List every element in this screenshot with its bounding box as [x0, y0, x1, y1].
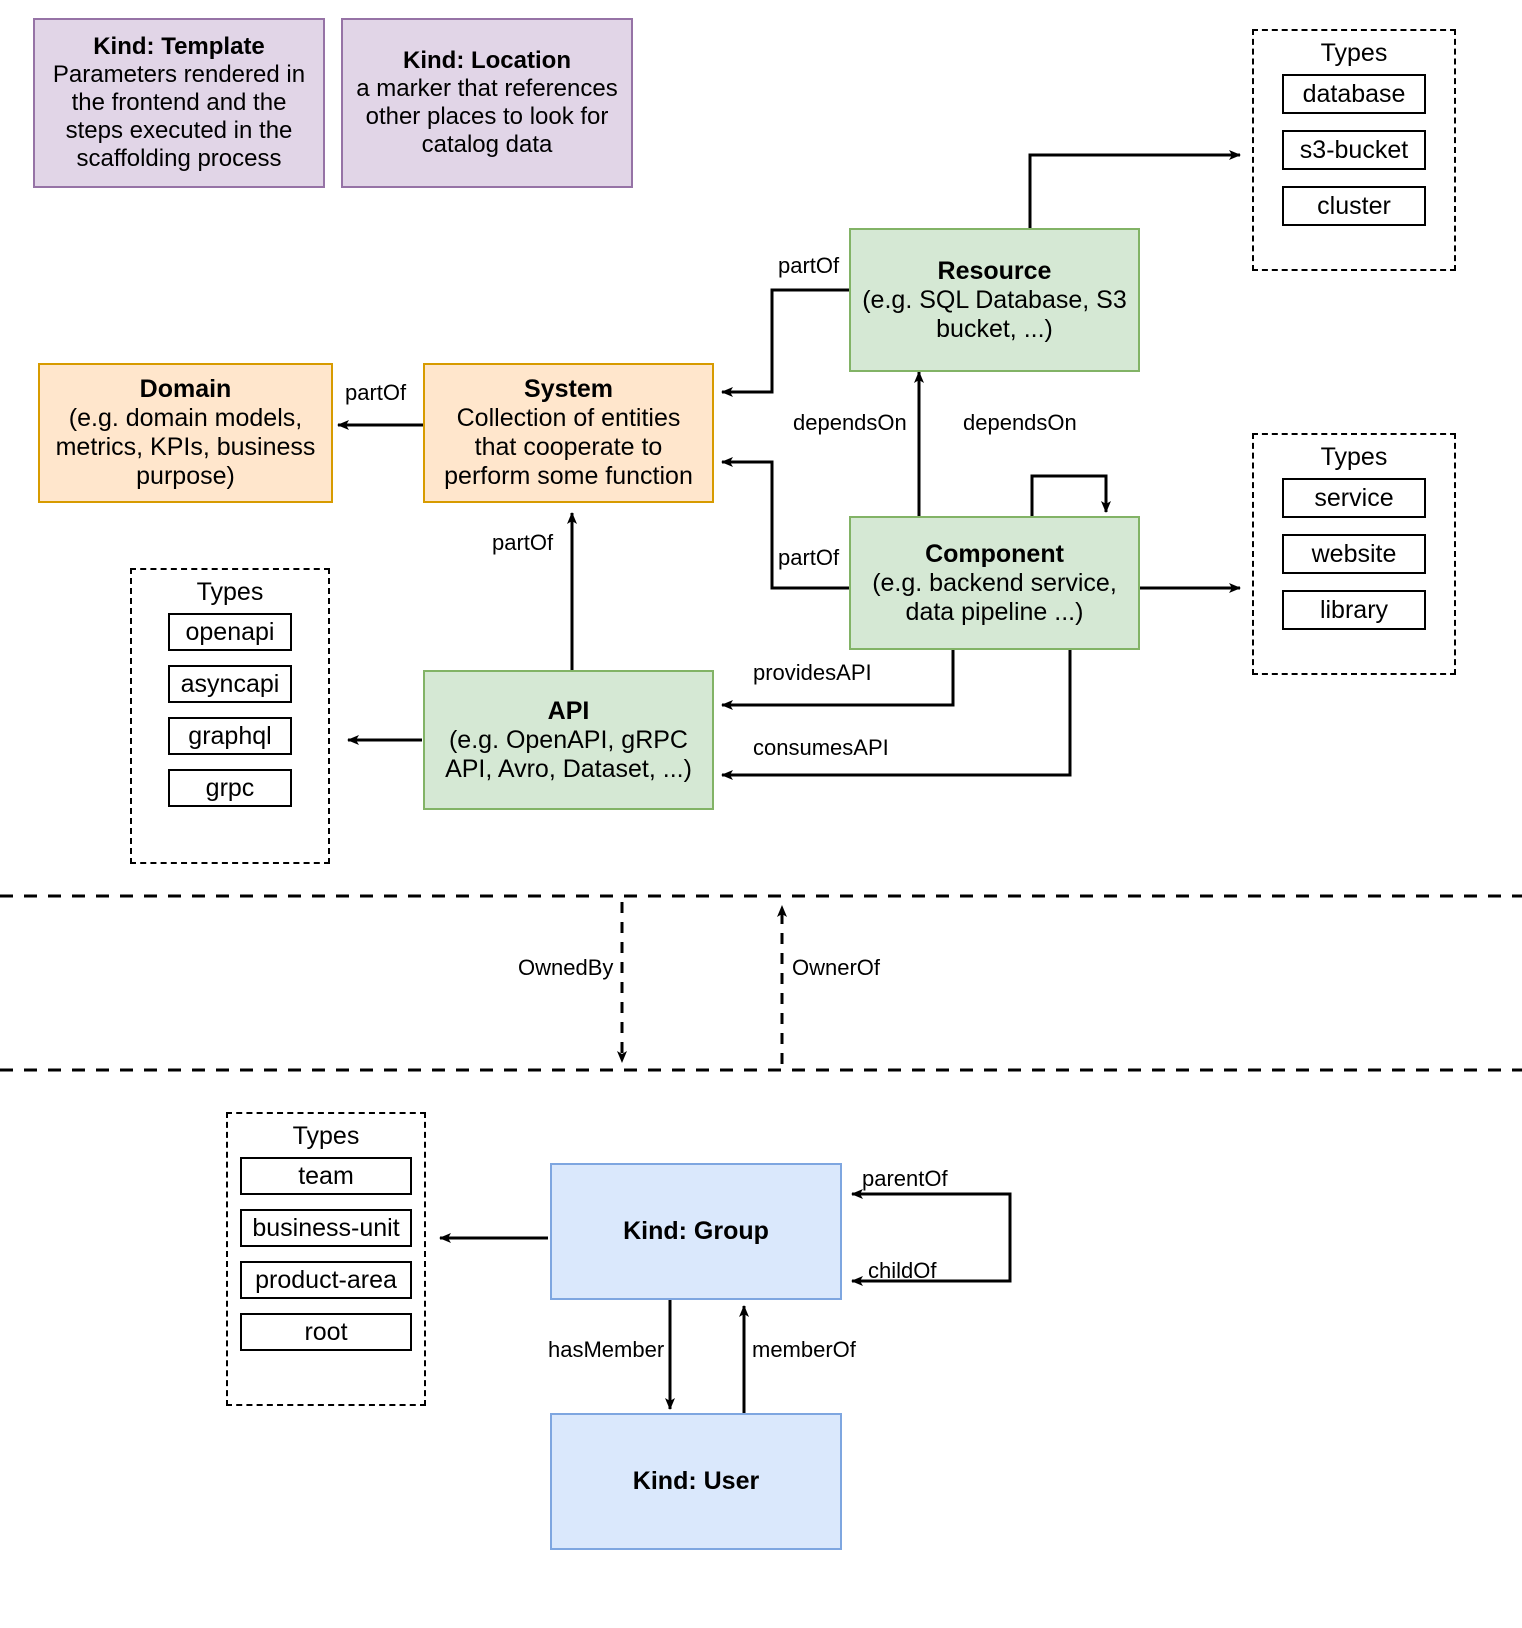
edge-label-consumesapi: consumesAPI [753, 735, 889, 760]
edge-label-resource-partof: partOf [778, 253, 840, 278]
node-kind-location[interactable]: Kind: Location a marker that references … [341, 18, 633, 188]
node-domain[interactable]: Domain (e.g. domain models, metrics, KPI… [38, 363, 333, 503]
node-desc-resource: (e.g. SQL Database, S3 bucket, ...) [862, 285, 1127, 343]
node-title-resource: Resource [937, 256, 1052, 285]
edge-label-ownerof: OwnerOf [792, 955, 881, 980]
types-panel-label: Types [292, 1122, 360, 1150]
node-kind-group[interactable]: Kind: Group [550, 1163, 842, 1300]
node-title-component: Component [925, 539, 1064, 568]
edge-label-hasmember: hasMember [548, 1337, 665, 1362]
node-desc-system: Collection of entities that cooperate to… [444, 404, 693, 490]
node-title-template: Kind: Template [93, 33, 265, 61]
types-panel-label: Types [1320, 39, 1388, 67]
node-title-system: System [524, 375, 613, 403]
type-chip[interactable]: business-unit [240, 1209, 412, 1247]
type-chip[interactable]: grpc [168, 769, 292, 807]
node-component[interactable]: Component (e.g. backend service, data pi… [849, 516, 1140, 650]
node-kind-user[interactable]: Kind: User [550, 1413, 842, 1550]
type-chip[interactable]: product-area [240, 1261, 412, 1299]
edge-label-api-partof: partOf [492, 530, 554, 555]
node-title-api: API [547, 696, 590, 725]
edge-label-component-partof: partOf [778, 545, 840, 570]
types-panel-label: Types [196, 578, 264, 606]
node-system[interactable]: System Collection of entities that coope… [423, 363, 714, 503]
node-desc-api: (e.g. OpenAPI, gRPC API, Avro, Dataset, … [445, 725, 692, 783]
node-title-user: Kind: User [632, 1467, 760, 1495]
type-chip[interactable]: asyncapi [168, 665, 292, 703]
node-title-location: Kind: Location [403, 47, 571, 75]
edge-label-system-partof: partOf [345, 380, 407, 405]
type-chip[interactable]: website [1282, 534, 1426, 574]
type-chip[interactable]: service [1282, 478, 1426, 518]
types-panel-api: Types openapi asyncapi graphql grpc [130, 568, 330, 864]
node-desc-domain: (e.g. domain models, metrics, KPIs, busi… [55, 404, 316, 490]
type-chip[interactable]: cluster [1282, 186, 1426, 226]
edge-label-providesapi: providesAPI [753, 660, 872, 685]
type-chip[interactable]: openapi [168, 613, 292, 651]
types-panel-component: Types service website library [1252, 433, 1456, 675]
type-chip[interactable]: s3-bucket [1282, 130, 1426, 170]
node-desc-template: Parameters rendered in the frontend and … [52, 61, 306, 172]
node-title-domain: Domain [139, 375, 232, 403]
types-panel-group: Types team business-unit product-area ro… [226, 1112, 426, 1406]
edge-label-component-dependson-resource: dependsOn [793, 410, 907, 435]
type-chip[interactable]: team [240, 1157, 412, 1195]
edge-label-memberof: memberOf [752, 1337, 856, 1362]
node-api[interactable]: API (e.g. OpenAPI, gRPC API, Avro, Datas… [423, 670, 714, 810]
edge-label-component-dependson-component: dependsOn [963, 410, 1077, 435]
type-chip[interactable]: database [1282, 74, 1426, 114]
types-panel-resource: Types database s3-bucket cluster [1252, 29, 1456, 271]
type-chip[interactable]: graphql [168, 717, 292, 755]
node-kind-template[interactable]: Kind: Template Parameters rendered in th… [33, 18, 325, 188]
node-title-group: Kind: Group [623, 1217, 769, 1245]
node-desc-location: a marker that references other places to… [356, 75, 618, 158]
type-chip[interactable]: library [1282, 590, 1426, 630]
type-chip[interactable]: root [240, 1313, 412, 1351]
types-panel-label: Types [1320, 443, 1388, 471]
edge-label-ownedby: OwnedBy [518, 955, 614, 980]
node-resource[interactable]: Resource (e.g. SQL Database, S3 bucket, … [849, 228, 1140, 372]
node-desc-component: (e.g. backend service, data pipeline ...… [872, 568, 1117, 626]
edge-label-parentof: parentOf [862, 1166, 948, 1191]
edge-label-childof: childOf [868, 1258, 937, 1283]
